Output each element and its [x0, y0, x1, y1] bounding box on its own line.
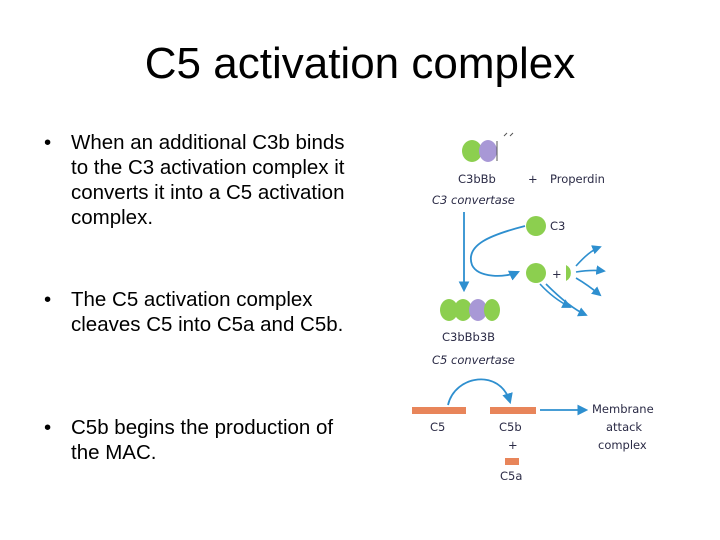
c5b-molecule	[490, 407, 536, 414]
bullet-dot: •	[44, 131, 52, 154]
amplification-arrow	[575, 277, 602, 297]
properdin-binding-marks	[503, 132, 514, 137]
amplification-arrow	[575, 245, 602, 267]
c3bbb-label: C3bBb	[458, 172, 496, 186]
properdin-label: Properdin	[550, 172, 605, 186]
c3b-molecule	[454, 299, 472, 321]
mac-label-line1: Membrane	[592, 402, 654, 416]
plus-c3a: +	[552, 267, 562, 281]
c5-convertase-label: C5 convertase	[432, 353, 515, 367]
plus-c5a: +	[508, 438, 518, 452]
c5-molecule	[412, 407, 466, 414]
mac-label-line2: attack	[606, 420, 642, 434]
bullet-dot: •	[44, 288, 52, 311]
bullet-item-2: • The C5 activation complex cleaves C5 i…	[44, 287, 364, 337]
bb-molecule	[469, 299, 487, 321]
amplification-arrow	[545, 283, 588, 317]
c3-label: C3	[550, 219, 565, 233]
c3bbb-complex	[462, 132, 514, 162]
amplification-arrow	[539, 283, 572, 308]
plus-properdin: +	[528, 172, 538, 186]
bb-molecule	[479, 140, 497, 162]
c3b-molecule	[484, 299, 500, 321]
c5a-label: C5a	[500, 469, 522, 483]
bullet-item-3: • C5b begins the production of the MAC.	[44, 415, 364, 465]
complement-diagram: C3bBb + Properdin C3 convertase C3 + C3b…	[412, 132, 654, 483]
mac-label-line3: complex	[598, 438, 647, 452]
bullet-item-1: • When an additional C3b binds to the C3…	[44, 130, 364, 230]
bullet-text: C5b begins the production of the MAC.	[71, 416, 334, 464]
bullet-text: When an additional C3b binds to the C3 a…	[71, 131, 345, 229]
c3b-molecule	[440, 299, 458, 321]
c5-cleavage-arrow	[447, 378, 513, 406]
c3b-molecule	[462, 140, 482, 162]
c3bbb3b-complex	[440, 299, 500, 321]
c3-cleavage-arrow	[469, 225, 526, 281]
c3a-fragment	[566, 265, 571, 281]
c3b-product	[526, 263, 546, 283]
c3bbb3b-label: C3bBb3B	[442, 330, 495, 344]
c5a-molecule	[505, 458, 519, 465]
amplification-arrow	[575, 265, 606, 275]
c3-convertase-label: C3 convertase	[432, 193, 515, 207]
bullet-dot: •	[44, 416, 52, 439]
c5-label: C5	[430, 420, 445, 434]
c3-molecule	[526, 216, 546, 236]
bullet-text: The C5 activation complex cleaves C5 int…	[71, 288, 344, 336]
c5b-label: C5b	[499, 420, 522, 434]
slide-title: C5 activation complex	[144, 39, 576, 88]
